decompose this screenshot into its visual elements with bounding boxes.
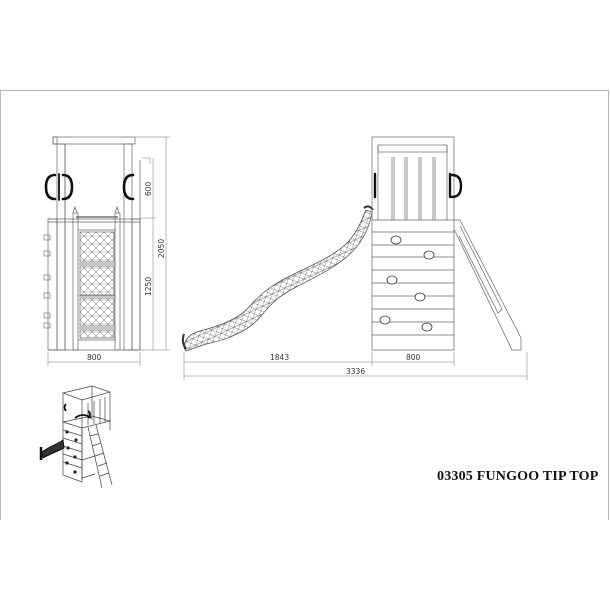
- wave-slide: [181, 205, 374, 352]
- dim-slide-length: 1843: [270, 353, 289, 362]
- isometric-view: [61, 385, 113, 489]
- iso-slide: [41, 439, 65, 459]
- dim-total-height: 2050: [157, 239, 166, 258]
- dim-side-width: 800: [87, 353, 102, 362]
- dim-total-length: 3336: [346, 367, 365, 376]
- side-dimensions: [47, 136, 170, 366]
- dim-upper-height: 600: [144, 181, 153, 196]
- drawing-frame: [0, 90, 609, 520]
- handle-icon: [373, 172, 463, 199]
- handle-icon: [44, 173, 135, 201]
- iso-holds: [65, 430, 78, 474]
- dim-tower-width: 800: [406, 353, 421, 362]
- front-view-tower: [371, 136, 522, 351]
- product-title: 03305 FUNGOO TIP TOP: [437, 469, 599, 484]
- side-holds: [43, 234, 51, 329]
- climbing-holds: [379, 235, 435, 332]
- front-dimensions: [183, 352, 528, 380]
- dim-lower-height: 1250: [144, 277, 153, 296]
- side-view: [43, 136, 141, 351]
- iso-handles: [63, 403, 92, 419]
